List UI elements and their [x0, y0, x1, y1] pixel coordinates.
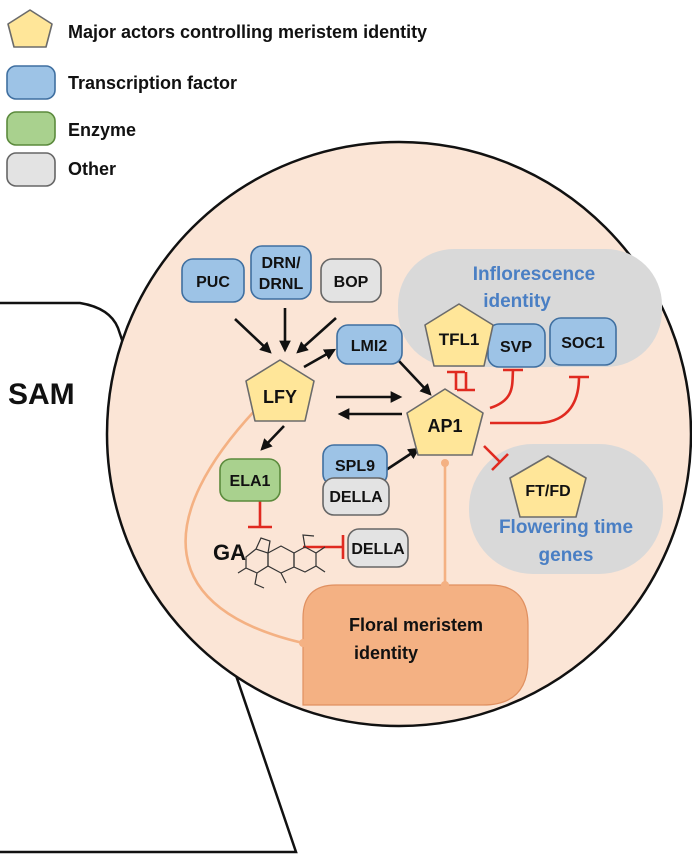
bop-label: BOP [334, 274, 369, 291]
legend-star-swatch [7, 9, 53, 48]
inhibit-ga-della [303, 535, 345, 559]
arrow-spl9-ap1 [385, 447, 420, 472]
floral-label-line1: Floral meristem [349, 615, 483, 635]
arrow-bop-lfy [296, 317, 337, 354]
inhibit-ap1-ftfd [483, 445, 509, 471]
inhibit-ap1-svp [489, 368, 523, 410]
floral-label-line2: identity [354, 643, 418, 663]
legend-other-swatch [6, 152, 56, 187]
floral-to-lfy-connector [184, 404, 304, 645]
inhibit-tfl1-ap1 [457, 372, 475, 392]
tfl1-label: TFL1 [439, 330, 480, 349]
sam-label: SAM [8, 378, 75, 411]
della-label-1: DELLA [329, 489, 383, 506]
legend-other-label: Other [68, 159, 116, 179]
lmi2-node [336, 324, 403, 365]
arrow-lfy-lmi2 [303, 348, 337, 369]
floral-meristem-identity [302, 584, 529, 706]
inflorescence-label-line1: Inflorescence [473, 264, 596, 285]
legend-tf-swatch [6, 65, 56, 100]
puc-node [181, 258, 245, 303]
della-node-1 [322, 477, 390, 516]
ap1-star-node: AP1 [406, 388, 484, 456]
ap1-dot [441, 459, 449, 467]
ela1-label: ELA1 [230, 473, 271, 490]
soc1-node [549, 317, 617, 366]
gibberellin-structure [237, 534, 326, 589]
arrow-lmi2-ap1 [397, 359, 432, 396]
puc-label: PUC [196, 274, 230, 291]
drn-label-line2: DRNL [259, 276, 304, 293]
drn-node [250, 245, 312, 300]
floral-lfy-dot [299, 639, 307, 647]
lfy-star-node: LFY [245, 359, 315, 422]
inhibit-ap1-tfl1 [447, 370, 465, 390]
legend-star-label: Major actors controlling meristem identi… [68, 22, 427, 42]
ga-label: GA [213, 540, 246, 565]
ftfd-star-node: FT/FD [509, 455, 587, 518]
floral-ap1-dot [441, 581, 449, 589]
arrow-puc-lfy [234, 318, 272, 354]
della-node-2 [347, 528, 409, 568]
flowering-label-line1: Flowering time [499, 517, 633, 538]
legend-enzyme-swatch [6, 111, 56, 146]
della-label-2: DELLA [351, 541, 405, 558]
arrow-lfy-ela1 [260, 425, 285, 451]
legend-enzyme-label: Enzyme [68, 120, 136, 140]
legend: Major actors controlling meristem identi… [6, 9, 427, 187]
flowering-label-line2: genes [539, 545, 594, 566]
soc1-label: SOC1 [561, 335, 605, 352]
ftfd-label: FT/FD [525, 483, 570, 500]
tfl1-star-node: TFL1 [424, 303, 494, 367]
svp-label: SVP [500, 339, 532, 356]
ap1-label: AP1 [427, 416, 462, 436]
lfy-label: LFY [263, 387, 297, 407]
drn-label-line1: DRN/ [261, 255, 301, 272]
inflorescence-label-line2: identity [483, 291, 551, 312]
bop-node [320, 258, 382, 303]
lmi2-label: LMI2 [351, 338, 388, 355]
spl9-label: SPL9 [335, 458, 375, 475]
inhibit-ap1-soc1 [490, 375, 589, 425]
ela1-node [219, 458, 281, 502]
legend-tf-label: Transcription factor [68, 73, 237, 93]
